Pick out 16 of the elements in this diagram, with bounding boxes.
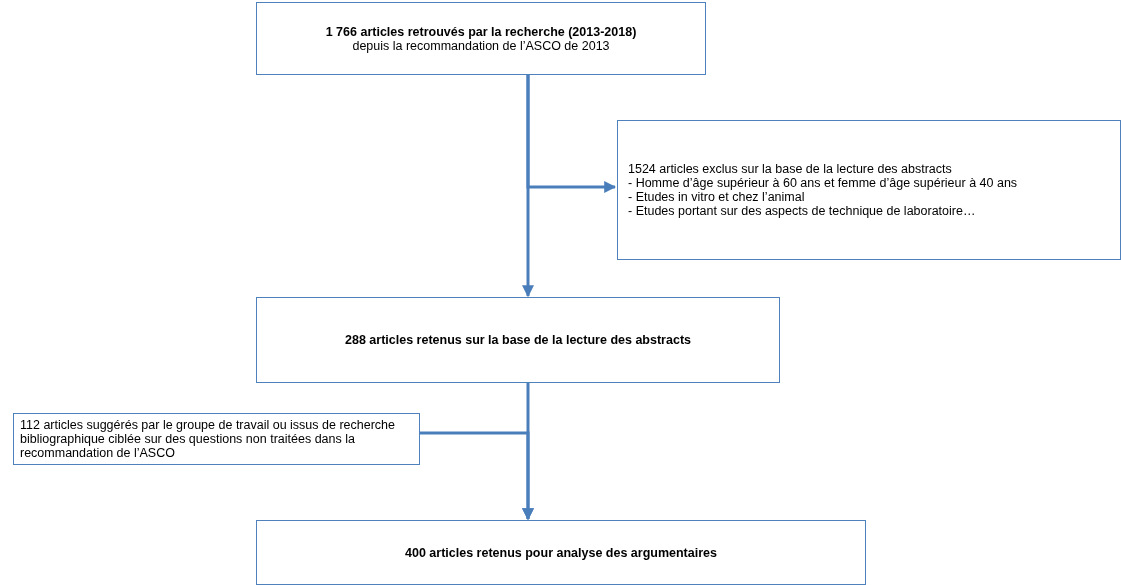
process-box [13,413,420,465]
process-box [617,120,1121,260]
box-text: 400 articles retenus pour analyse des argumentaires [405,545,717,560]
box-text: - Etudes in vitro et chez l’animal [628,190,806,204]
box-text: depuis la recommandation de l’ASCO de 2013 [352,38,610,53]
process-box [256,297,780,383]
box-text: 288 articles retenus sur la base de la lecture des abstracts [345,333,691,347]
heading-text: 1 766 articles retrouvés par la recherche (2013-2018) [325,24,637,39]
heading-text: 1524 articles exclus sur la base de la lecture des abstracts [628,162,953,176]
box-text: - Homme d’âge supérieur à 60 ans et femme d’âge supérieur à 40 ans [628,176,1019,190]
box-text: - Etudes portant sur des aspects de technique de laboratoire… [628,204,977,218]
process-box [256,520,866,585]
arrow [526,75,617,193]
process-box [256,2,706,75]
arrow [420,431,534,521]
box-text: 112 articles suggérés par le groupe de travail ou issus de recherche bibliographique ciblée sur des questions non traitées dans la recommandation de l’ASCO [20,418,396,460]
